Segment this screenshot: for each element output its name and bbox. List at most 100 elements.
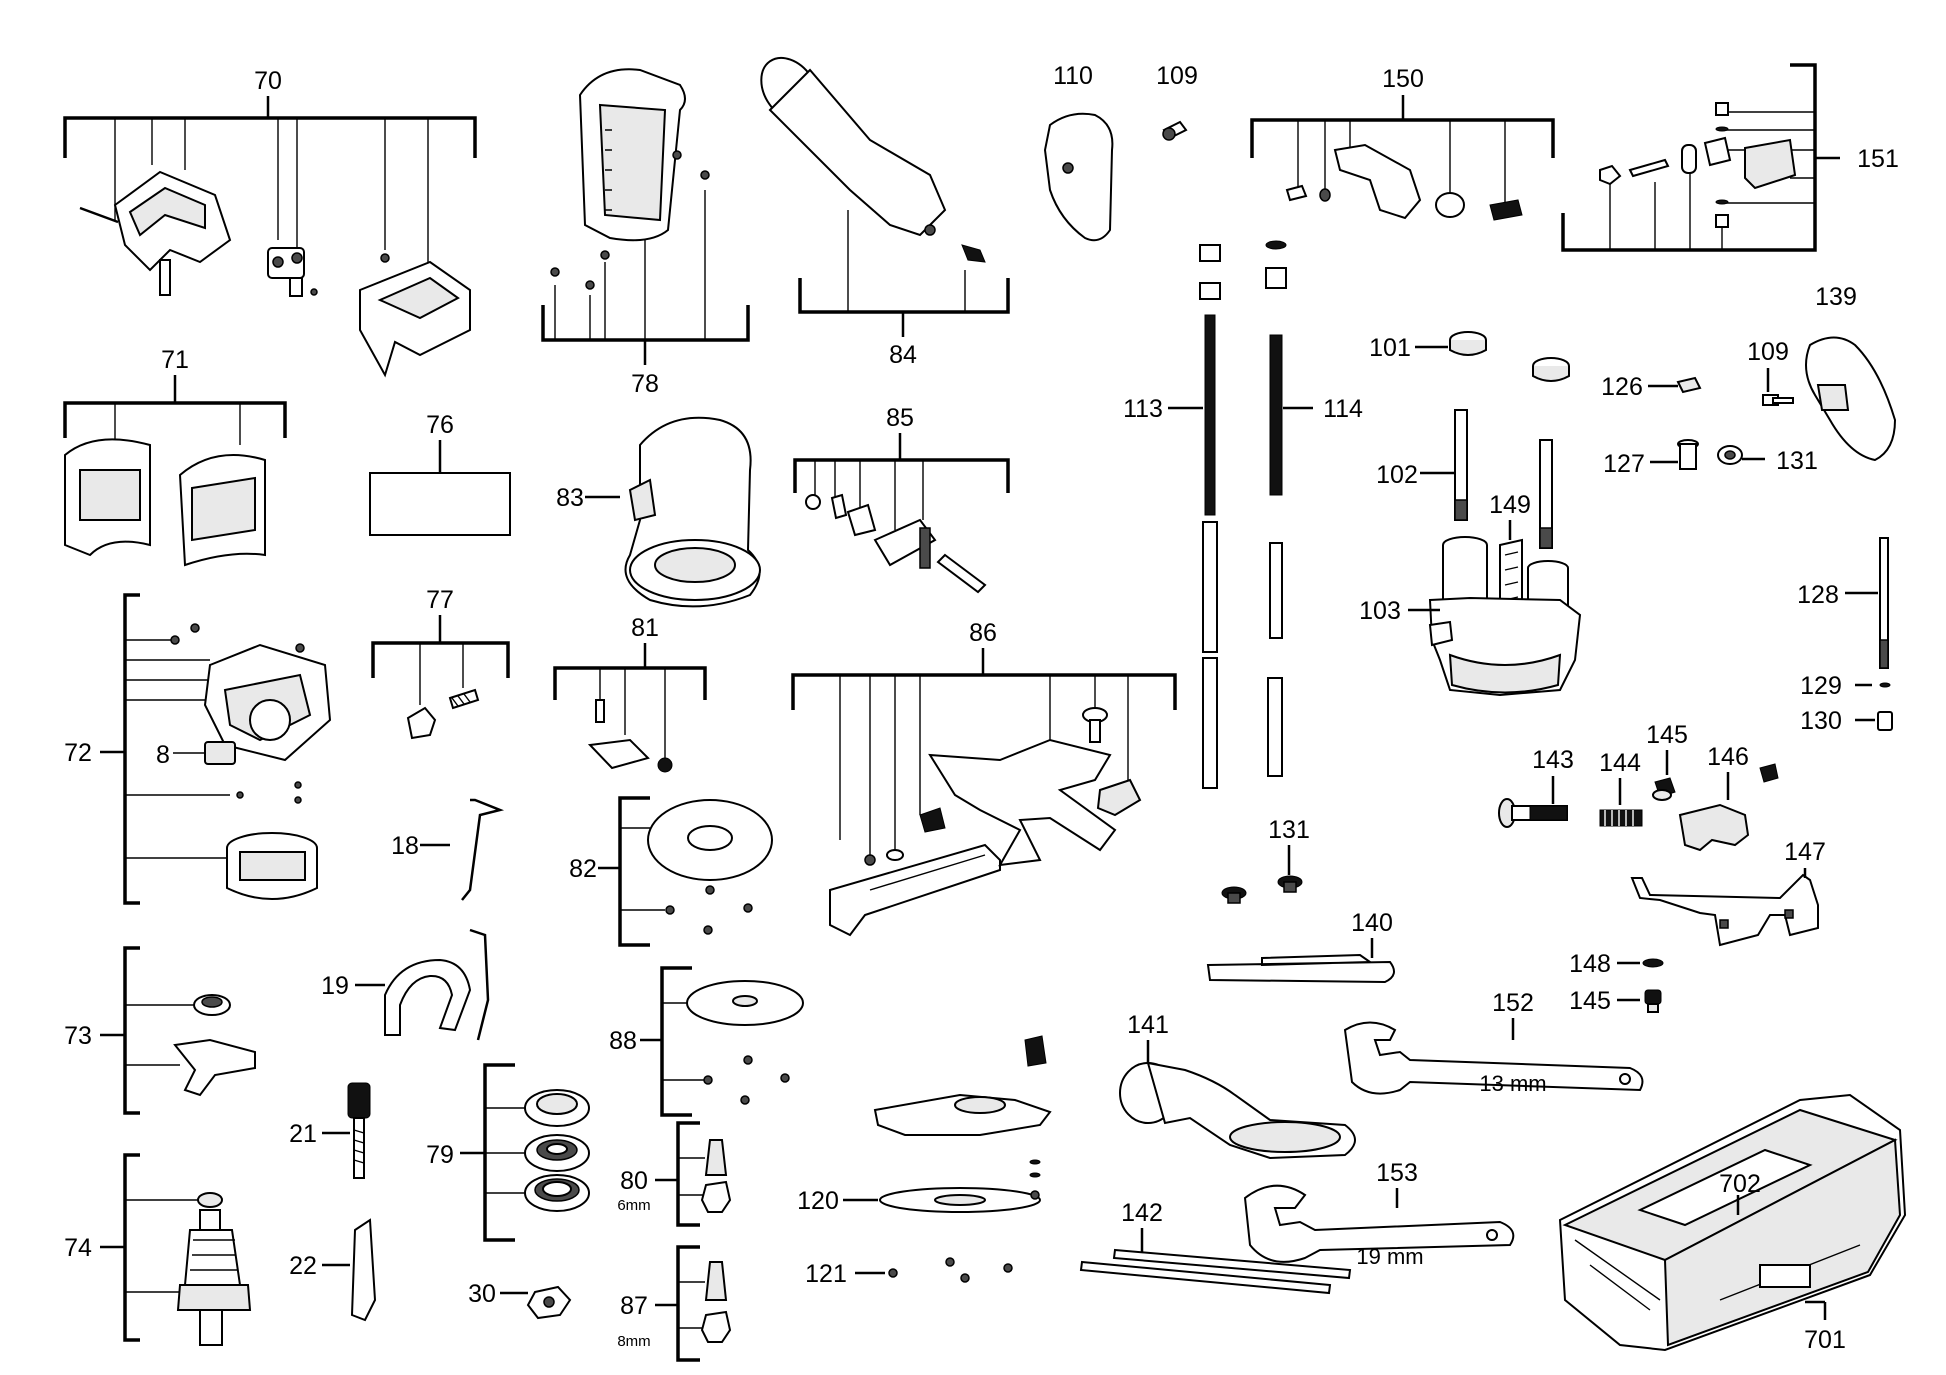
callout-30: 30 [468, 1280, 496, 1308]
collet-8mm-size: 8mm [617, 1333, 650, 1350]
screw-109b-icon [1762, 394, 1794, 406]
bearing-2-icon [524, 1134, 590, 1172]
callout-120: 120 [797, 1187, 839, 1215]
part-group-87 [655, 1245, 732, 1362]
armature-icon [176, 1209, 252, 1346]
wrench-153-icon [1243, 1184, 1515, 1263]
brush-icon [204, 741, 236, 765]
part-group-88 [640, 966, 804, 1117]
guide-piece-icon [350, 1218, 377, 1322]
callout-19: 19 [321, 972, 349, 1000]
label-plate-icon [369, 472, 511, 536]
collet-8mm-icon [704, 1261, 728, 1301]
callout-79: 79 [426, 1141, 454, 1169]
spindle-lock-plate-icon [173, 1038, 256, 1097]
callout-109-side: 109 [1747, 338, 1789, 366]
spring-icon [448, 688, 480, 710]
part-group-71 [63, 375, 287, 567]
callout-151: 151 [1857, 145, 1899, 173]
callout-702: 702 [1719, 1170, 1761, 1198]
callout-144: 144 [1599, 749, 1641, 777]
screw-icon [961, 244, 986, 263]
collet-nut-6mm-icon [700, 1180, 732, 1213]
guide-bar-icon [829, 843, 1001, 937]
hex-key-140-icon [1206, 953, 1395, 984]
callout-139: 139 [1815, 283, 1857, 311]
collet-6mm-size: 6mm [617, 1197, 650, 1214]
washer-148-icon [1642, 958, 1664, 968]
callout-101: 101 [1369, 334, 1411, 362]
nut-126-icon [1676, 376, 1702, 394]
wrench-152-icon [1343, 1021, 1644, 1095]
callout-72: 72 [64, 739, 92, 767]
cover-cap-icon [1043, 112, 1114, 242]
callout-103: 103 [1359, 597, 1401, 625]
callout-114: 114 [1323, 395, 1363, 423]
callout-81: 81 [631, 614, 659, 642]
callout-8: 8 [156, 741, 170, 769]
part-group-151 [1561, 63, 1840, 252]
callout-146: 146 [1707, 743, 1749, 771]
screw-121-icon [888, 1268, 898, 1278]
part-group-86 [791, 648, 1177, 937]
collet-6mm-icon [704, 1139, 728, 1176]
motor-carriage-103-icon [1428, 536, 1582, 697]
callout-18: 18 [391, 832, 419, 860]
callout-86: 86 [969, 619, 997, 647]
part-group-73 [100, 946, 256, 1115]
callout-129: 129 [1800, 672, 1842, 700]
callout-110: 110 [1053, 62, 1093, 90]
wrench-19-size: 19 mm [1356, 1244, 1423, 1269]
callout-74: 74 [64, 1234, 92, 1262]
knob-145b-icon [1644, 989, 1662, 1013]
spring-144-icon [1599, 809, 1643, 827]
stator-icon [226, 832, 318, 900]
callout-113: 113 [1123, 395, 1163, 423]
bearing-3-icon [524, 1174, 590, 1212]
bolt-143-icon [1498, 798, 1568, 828]
cap-101b-icon [1532, 357, 1570, 382]
part-group-78 [541, 68, 750, 365]
callout-701: 701 [1804, 1326, 1846, 1354]
callout-127: 127 [1603, 450, 1645, 478]
callout-143: 143 [1532, 746, 1574, 774]
callout-140: 140 [1351, 909, 1393, 937]
column-113-icon [1199, 244, 1221, 789]
callout-84: 84 [889, 341, 917, 369]
callout-80: 80 [620, 1167, 648, 1195]
wire-clip-icon [461, 798, 505, 901]
callout-82: 82 [569, 855, 597, 883]
dust-adapter-141-icon [1119, 1061, 1356, 1160]
part-group-79 [460, 1063, 590, 1242]
washer-129-icon [1879, 682, 1891, 688]
wrench-13-size: 13 mm [1479, 1071, 1546, 1096]
part-group-80 [655, 1121, 732, 1227]
callout-88: 88 [609, 1027, 637, 1055]
rods-142-icon [1079, 1248, 1352, 1295]
bolt-icon [936, 553, 987, 594]
lever-150-icon [1333, 143, 1422, 220]
bearing-1-icon [524, 1089, 590, 1127]
part-group-85 [793, 433, 1010, 594]
callout-147: 147 [1784, 838, 1826, 866]
callout-121: 121 [805, 1260, 847, 1288]
plunge-base-icon [624, 416, 761, 608]
motor-housing-right-icon [359, 253, 471, 378]
callout-131-upper: 131 [1776, 447, 1818, 475]
callout-150: 150 [1382, 65, 1424, 93]
part-group-150 [1250, 95, 1555, 221]
base-cylinder-icon [578, 68, 686, 242]
nut-131-icon [1717, 445, 1743, 465]
wire-clip-2-icon [469, 928, 490, 1041]
switch-bracket-icon [267, 247, 318, 297]
dust-nozzle-icon [760, 56, 947, 237]
callout-152: 152 [1492, 989, 1534, 1017]
knob-145-icon [1652, 777, 1676, 801]
callout-141: 141 [1127, 1011, 1169, 1039]
callout-71: 71 [161, 346, 189, 374]
motor-housing-left-icon [79, 170, 232, 296]
callout-142: 142 [1121, 1199, 1163, 1227]
sleeve-127-icon [1677, 439, 1699, 470]
shaft-128-icon [1879, 537, 1889, 669]
callout-78: 78 [631, 370, 659, 398]
